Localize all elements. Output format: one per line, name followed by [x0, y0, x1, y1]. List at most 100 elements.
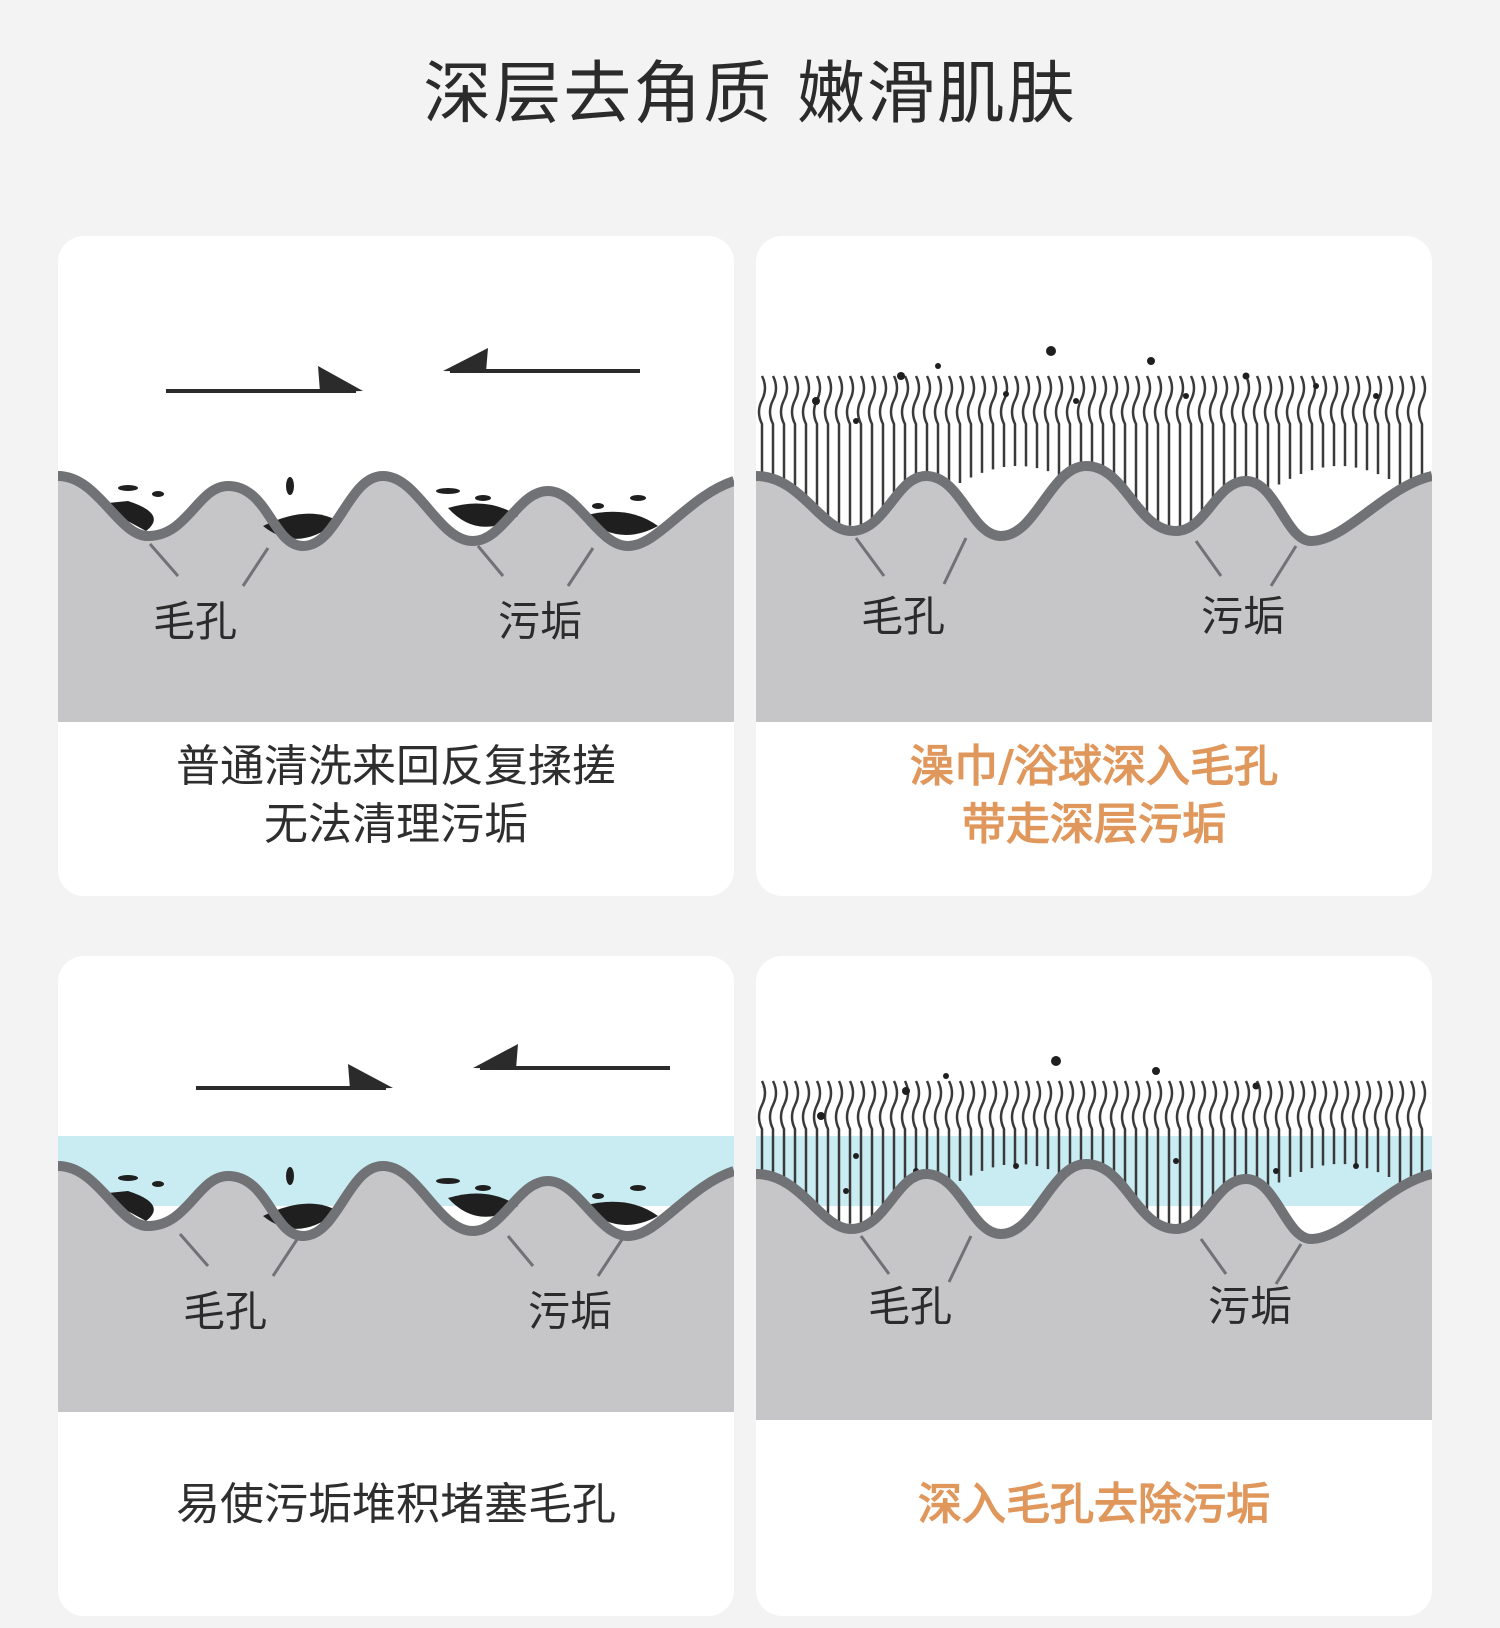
pointer-line [859, 1235, 1303, 1285]
towel-fiber [1274, 1080, 1284, 1183]
skin-layer [756, 1158, 1432, 1420]
towel-fiber [966, 375, 976, 478]
normal-wet-caption: 易使污垢堆积堵塞毛孔 [58, 1476, 734, 1534]
towel-fiber [955, 375, 965, 483]
towel-fiber [1274, 375, 1284, 485]
towel-fiber [1175, 375, 1185, 526]
towel-dry-caption: 澡巾/浴球深入毛孔 带走深层污垢 [756, 738, 1432, 854]
towel-fiber [1131, 375, 1141, 517]
towel-fiber [1175, 1080, 1185, 1224]
towel-fiber [977, 375, 987, 473]
towel-fiber [966, 1080, 976, 1176]
towel-fiber [1219, 375, 1229, 515]
pointer-line [178, 1233, 625, 1277]
towel-fiber [1307, 1080, 1317, 1169]
towel-fiber [790, 1080, 800, 1205]
towel-fiber [922, 375, 932, 502]
towel-fiber [1164, 375, 1174, 526]
towel-fiber [1109, 375, 1119, 506]
towel-dry-diagram: 毛孔 污垢 [756, 346, 1432, 722]
towel-fiber [1219, 1080, 1229, 1213]
towel-fiber [1351, 375, 1361, 468]
skin-layer [756, 460, 1432, 722]
towel-wet-diagram: 毛孔 污垢 [756, 1056, 1432, 1420]
towel-fiber [1329, 1080, 1339, 1165]
towel-fiber [1087, 1080, 1097, 1191]
towel-fiber [1318, 375, 1328, 468]
towel-fiber [1285, 375, 1295, 479]
towel-wet-caption: 深入毛孔去除污垢 [756, 1476, 1432, 1534]
towel-fiber [977, 1080, 987, 1171]
pore-label: 毛孔 [183, 1287, 267, 1336]
dirt-label: 污垢 [1201, 592, 1285, 641]
towel-fiber [1395, 1080, 1405, 1183]
towel-fiber [867, 1080, 877, 1223]
towel-fiber [1142, 375, 1152, 521]
towel-fiber [1406, 375, 1416, 491]
towel-fiber [1087, 375, 1097, 493]
towel-fiber [1362, 375, 1372, 471]
dirt-particles [812, 346, 1379, 424]
towel-fiber [878, 1080, 888, 1221]
towel-fiber [812, 1080, 822, 1216]
pointer-line [148, 543, 595, 587]
towel-fiber [1153, 1080, 1163, 1222]
towel-fiber [1197, 375, 1207, 523]
towel-fiber [889, 1080, 899, 1217]
towel-fiber [1285, 1080, 1295, 1177]
towel-fiber [845, 375, 855, 526]
towel-fiber [955, 1080, 965, 1181]
towel-fiber [1318, 1080, 1328, 1166]
towel-fiber [1329, 375, 1339, 467]
normal-dry-diagram: 毛孔 污垢 [58, 348, 734, 722]
towel-fiber [1076, 375, 1086, 487]
towel-fiber [1142, 1080, 1152, 1219]
towel-fiber [1021, 1080, 1031, 1165]
caption-line: 深入毛孔去除污垢 [918, 1479, 1270, 1530]
panel-normal-dry: 毛孔 污垢 普通清洗来回反复揉搓 无法清理污垢 [58, 236, 734, 896]
caption-line: 普通清洗来回反复揉搓 [176, 741, 616, 792]
page-title: 深层去角质 嫩滑肌肤 [423, 55, 1077, 134]
towel-fiber [999, 375, 1009, 468]
towel-fiber [1373, 375, 1383, 475]
towel-fiber [1010, 375, 1020, 467]
towel-fiber [1109, 1080, 1119, 1204]
towel-fiber [922, 1080, 932, 1200]
towel-fiber [834, 1080, 844, 1223]
towel-fiber [768, 375, 778, 495]
towel-fiber [1252, 375, 1262, 498]
towel-fiber [1131, 1080, 1141, 1215]
caption-line: 无法清理污垢 [264, 799, 528, 850]
towel-fiber [1120, 375, 1130, 512]
towel-fiber [1186, 1080, 1196, 1224]
skin-layer [58, 470, 734, 722]
towel-fiber [1395, 375, 1405, 485]
panel-towel-dry: 毛孔 污垢 澡巾/浴球深入毛孔 带走深层污垢 [756, 236, 1432, 896]
pore-label: 毛孔 [861, 592, 945, 641]
towel-fiber [834, 375, 844, 525]
towel-fiber [1021, 375, 1031, 467]
towel-fiber [757, 375, 767, 488]
towel-fiber [845, 1080, 855, 1224]
towel-fiber [1186, 375, 1196, 526]
towel-fiber [1230, 1080, 1240, 1208]
towel-fiber [790, 375, 800, 507]
towel-fiber [856, 1080, 866, 1224]
towel-fiber [999, 1080, 1009, 1166]
pore-label: 毛孔 [868, 1282, 952, 1331]
towel-fiber [823, 1080, 833, 1220]
towel-fiber [779, 1080, 789, 1199]
towel-fiber [1065, 375, 1075, 481]
towel-fiber [1120, 1080, 1130, 1210]
panel-normal-wet: 毛孔 污垢 易使污垢堆积堵塞毛孔 [58, 956, 734, 1616]
towel-fiber [823, 375, 833, 522]
dirt-label: 污垢 [498, 597, 582, 646]
towel-fiber [1263, 1080, 1273, 1189]
towel-fiber [889, 375, 899, 519]
towel-fiber [1065, 1080, 1075, 1179]
towel-fiber [1263, 375, 1273, 491]
towel-fiber [1098, 1080, 1108, 1197]
towel-fiber [1241, 1080, 1251, 1202]
towel-fiber [1010, 1080, 1020, 1165]
towel-fiber [944, 1080, 954, 1188]
